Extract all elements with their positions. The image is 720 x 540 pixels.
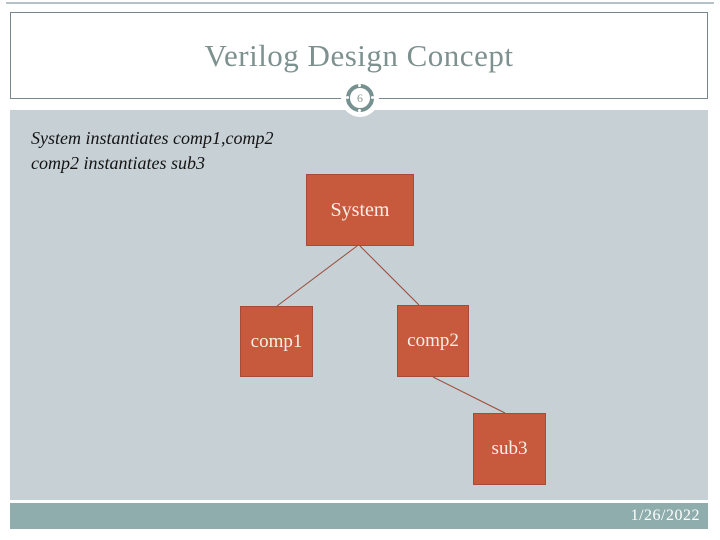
node-label: System (330, 198, 390, 221)
node-sub3: sub3 (473, 413, 546, 485)
body-text: System instantiates comp1,comp2 comp2 in… (31, 126, 273, 176)
ring-tick-dot (358, 84, 361, 87)
node-label: sub3 (491, 438, 528, 459)
edge-comp2-sub3 (432, 376, 506, 414)
page-number: 6 (357, 90, 363, 105)
body-text-line: comp2 instantiates sub3 (31, 153, 205, 173)
edge-system-comp2 (359, 245, 420, 306)
page-number-badge: 6 (341, 79, 379, 117)
slide-title: Verilog Design Concept (204, 37, 514, 73)
body-text-line: System instantiates comp1,comp2 (31, 128, 274, 148)
slide-date: 1/26/2022 (630, 507, 700, 524)
node-label: comp2 (407, 330, 459, 351)
edge-system-comp1 (276, 245, 358, 307)
node-system: System (306, 174, 414, 246)
footer-bar: 1/26/2022 (10, 503, 708, 529)
node-comp2: comp2 (397, 305, 469, 377)
node-comp1: comp1 (240, 306, 313, 377)
page-number-ring: 6 (346, 84, 374, 112)
ring-tick-dot (358, 109, 361, 112)
ring-tick-dot (346, 96, 349, 99)
node-label: comp1 (250, 330, 303, 352)
top-accent-line (6, 2, 714, 4)
ring-tick-dot (371, 96, 374, 99)
